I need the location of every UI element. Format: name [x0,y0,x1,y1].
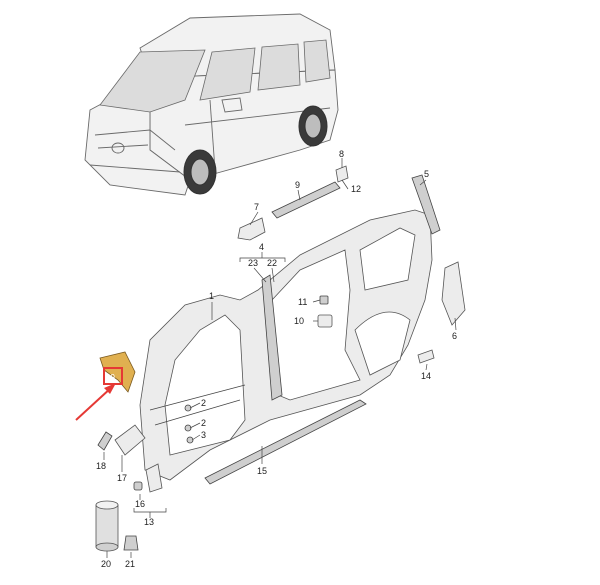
callout-4: 4 [259,242,264,252]
red-arrow [75,383,116,421]
highlight-box-19 [103,367,123,385]
side-panel-assembly [139,209,433,481]
bolt-2b [184,424,192,432]
callout-21: 21 [125,559,135,569]
callout-9: 9 [295,180,300,190]
upper-rail [271,181,341,219]
callout-1: 1 [209,291,214,301]
bracket-10 [317,314,333,328]
callout-labels: 1 2 2 3 4 5 6 7 8 9 10 11 12 13 14 15 16… [96,149,457,569]
leader-lines [103,158,457,558]
nut-11 [319,295,329,305]
callout-10: 10 [294,316,304,326]
callout-23: 23 [248,258,258,268]
callout-3: 3 [201,430,206,440]
plug-16 [133,481,143,491]
callout-14: 14 [421,371,431,381]
callout-12: 12 [351,184,361,194]
callout-13: 13 [144,517,154,527]
callout-2b: 2 [201,418,206,428]
callout-2a: 2 [201,398,206,408]
callout-11: 11 [298,297,307,307]
callout-18: 18 [96,461,106,471]
callout-16: 16 [135,499,145,509]
van-illustration [84,13,339,196]
bolt-3 [186,436,194,444]
sill-strip [204,399,367,485]
bracket-17 [114,424,146,456]
callout-19: 19 [106,373,115,382]
plug-21 [123,535,139,551]
rear-pillar-5 [411,174,441,235]
callout-20: 20 [101,559,111,569]
canister-20 [95,500,119,552]
callout-5: 5 [424,169,429,179]
callout-7: 7 [254,202,259,212]
panel-6 [441,261,466,326]
callout-15: 15 [257,466,267,476]
bolt-2a [184,404,192,412]
clip-14 [417,349,435,364]
bracket-19 [99,351,136,393]
small-clip-8 [335,165,349,183]
callout-6: 6 [452,331,457,341]
strip-18 [97,431,113,451]
callout-17: 17 [117,473,127,483]
bracket-7 [237,217,266,241]
bracket-13 [145,463,163,493]
callout-8: 8 [339,149,344,159]
callout-22: 22 [267,258,277,268]
